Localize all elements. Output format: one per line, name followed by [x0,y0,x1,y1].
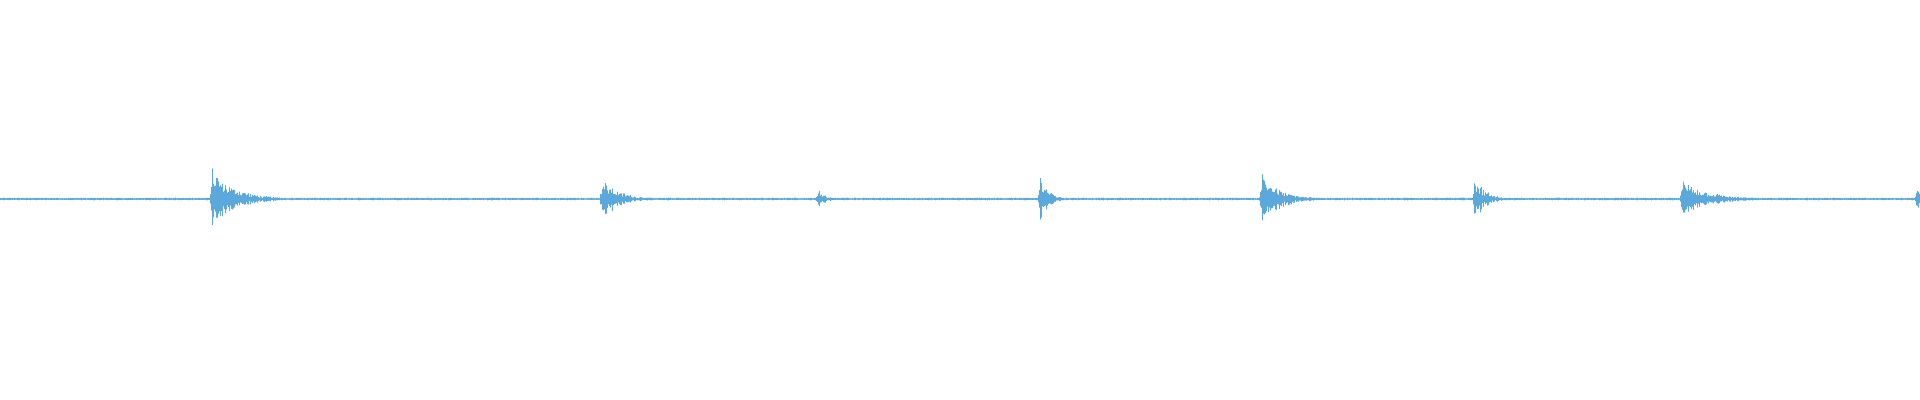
waveform-peaks [0,168,1920,226]
